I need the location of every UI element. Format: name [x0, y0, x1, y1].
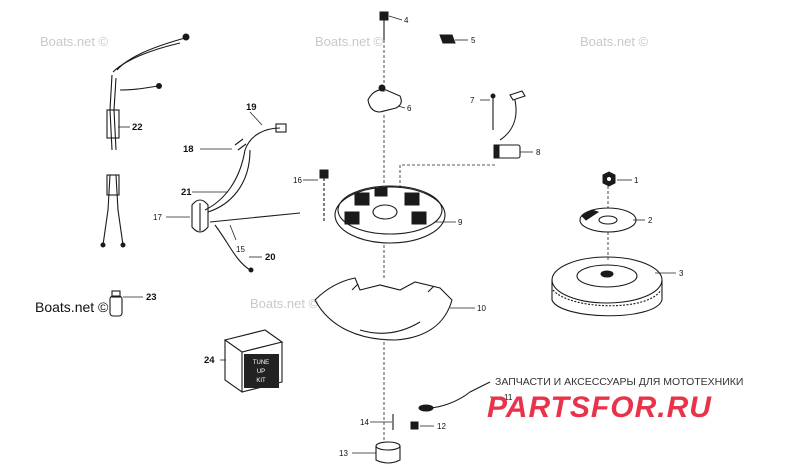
watermark: Boats.net © [315, 34, 384, 49]
coil-assembly-part-17 [191, 123, 301, 273]
tune-up-kit-label: TUNE [253, 360, 269, 366]
breaker-points-part-6 [367, 84, 402, 113]
callout-2: 2 [648, 216, 653, 225]
watermark: Boats.net © [250, 296, 319, 311]
callout-11: 11 [504, 393, 513, 402]
callout-5: 5 [471, 36, 476, 45]
callout-1: 1 [634, 176, 639, 185]
callout-3: 3 [679, 269, 684, 278]
tune-up-kit-label: KIT [256, 378, 266, 384]
callout-24: 24 [204, 355, 215, 366]
callout-16: 16 [293, 176, 302, 185]
flywheel-part-3 [551, 256, 663, 317]
tune-up-kit-part-24: TUNE UP KIT [223, 329, 284, 394]
partsfor-logo: PARTSFOR.RU [487, 391, 712, 424]
callout-4: 4 [404, 16, 409, 25]
stator-plate-part-9 [334, 185, 446, 244]
wiring-harness-part-22 [100, 33, 190, 248]
plug-cap-part-23 [109, 290, 123, 317]
tune-up-kit-label: UP [257, 369, 265, 375]
callout-19: 19 [246, 102, 257, 113]
callout-7: 7 [470, 96, 475, 105]
callout-23: 23 [146, 292, 157, 303]
nut-part-1 [602, 171, 616, 187]
retainer-plate-part-10 [314, 277, 453, 341]
bushing-part-13 [375, 441, 401, 464]
washer-part-2 [579, 207, 637, 233]
callout-8: 8 [536, 148, 541, 157]
callout-15: 15 [236, 245, 245, 254]
condenser-part-8 [490, 90, 526, 159]
callout-17: 17 [153, 213, 162, 222]
felt-part-5 [439, 34, 456, 44]
screw-part-16 [319, 169, 329, 222]
callout-18: 18 [183, 144, 194, 155]
callout-10: 10 [477, 304, 486, 313]
callout-12: 12 [437, 422, 446, 431]
callout-21: 21 [181, 187, 192, 198]
watermark: Boats.net © [40, 34, 109, 49]
ground-wire-part-11 [418, 381, 491, 412]
screw-part-4 [379, 11, 389, 40]
callout-13: 13 [339, 449, 348, 458]
screw-part-12 [410, 421, 419, 430]
callout-9: 9 [458, 218, 463, 227]
callout-22: 22 [132, 122, 143, 133]
callout-14: 14 [360, 418, 369, 427]
callout-20: 20 [265, 252, 276, 263]
banner-tagline: ЗАПЧАСТИ И АКСЕССУАРЫ ДЛЯ МОТОТЕХНИКИ [495, 376, 743, 388]
callout-6: 6 [407, 104, 412, 113]
watermark-dark: Boats.net © [35, 299, 109, 315]
watermark: Boats.net © [580, 34, 649, 49]
